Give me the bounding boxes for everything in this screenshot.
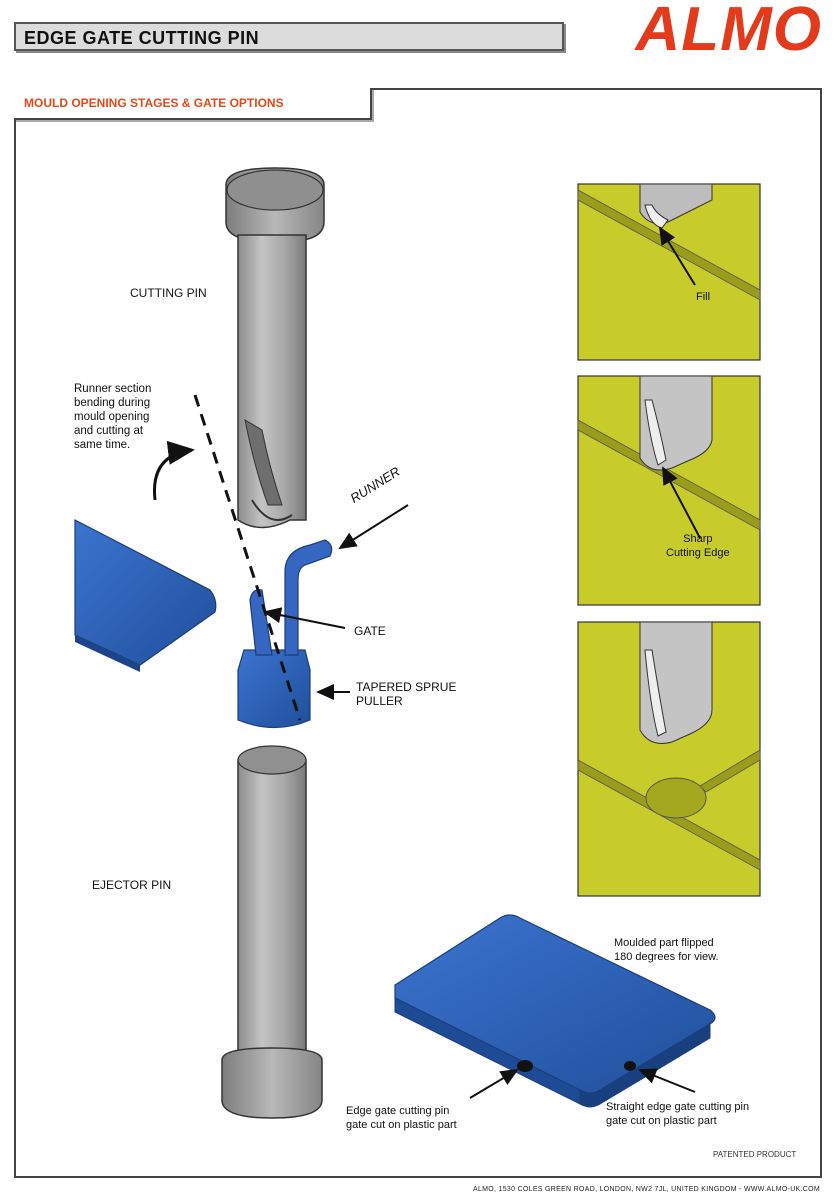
title-bar: EDGE GATE CUTTING PIN: [14, 22, 564, 51]
tapered-sprue-puller-label: TAPERED SPRUE PULLER: [356, 680, 457, 708]
page-title: EDGE GATE CUTTING PIN: [24, 28, 260, 48]
sharp-cutting-edge-label: Sharp Cutting Edge: [666, 533, 730, 559]
runner-note: Runner section bending during mould open…: [74, 383, 152, 451]
footer-address: ALMO, 1530 COLES GREEN ROAD, LONDON, NW2…: [473, 1186, 820, 1193]
section-tab: MOULD OPENING STAGES & GATE OPTIONS: [14, 88, 372, 120]
ejector-pin-label: EJECTOR PIN: [92, 878, 172, 892]
gate-label: GATE: [354, 624, 386, 638]
edge-gate-note: Edge gate cutting pin gate cut on plasti…: [346, 1105, 457, 1131]
gate-arrow: [263, 607, 346, 629]
gate-stage-panel-2: [577, 375, 761, 606]
cutting-pin-illustration: [225, 167, 325, 529]
cutting-pin-label: CUTTING PIN: [130, 286, 207, 300]
fill-label: Fill: [696, 291, 711, 303]
runner-arrow: [338, 504, 409, 550]
moulded-plate-left: [74, 519, 217, 666]
straight-edge-gate-note: Straight edge gate cutting pin gate cut …: [606, 1101, 750, 1127]
moulded-part-note: Moulded part flipped 180 degrees for vie…: [614, 937, 719, 963]
sprue-puller-illustration: [237, 539, 333, 729]
diagram-frame: [14, 88, 822, 1178]
bend-arrow: [152, 440, 195, 501]
gate-stage-panel-3: [577, 621, 761, 897]
moulded-part-illustration: [394, 914, 716, 1108]
gate-stage-panel-1: [577, 183, 761, 361]
bend-line: [193, 394, 302, 721]
almo-logo: ALMO: [635, 0, 822, 64]
section-heading: MOULD OPENING STAGES & GATE OPTIONS: [24, 96, 284, 110]
patented-label: PATENTED PRODUCT: [713, 1150, 797, 1159]
ejector-pin-illustration: [221, 745, 323, 1119]
